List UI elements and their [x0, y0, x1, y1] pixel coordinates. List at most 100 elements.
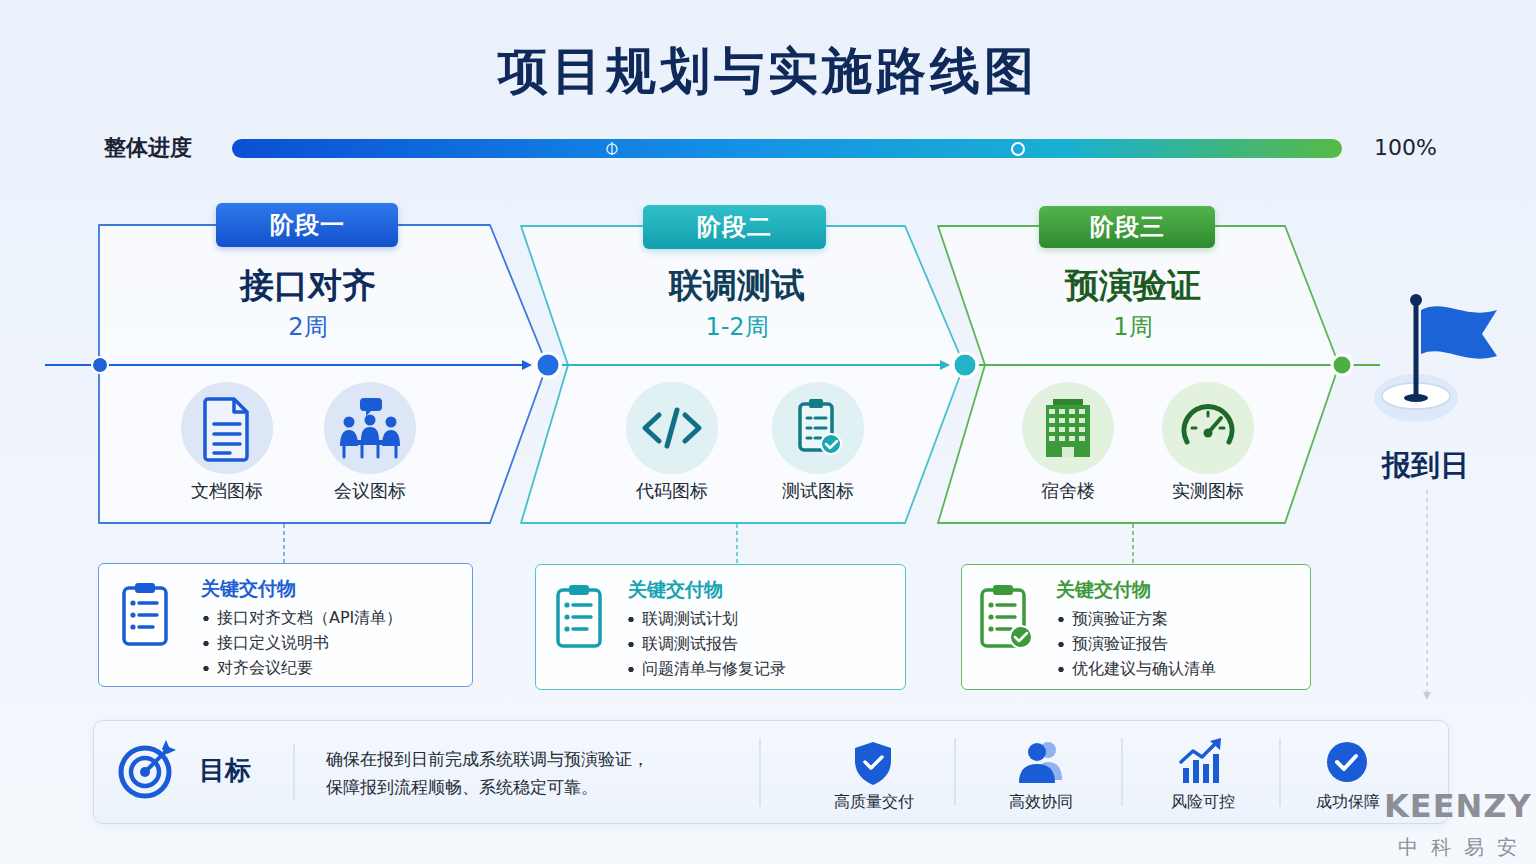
stage-badge-text: 阶段二 — [643, 205, 826, 249]
chevron-outline — [938, 226, 1339, 523]
stage-badge: 阶段一 — [216, 203, 398, 247]
target-icon — [140, 767, 150, 777]
meeting-icon — [344, 417, 355, 428]
deliverable-item: 联调测试计划 — [628, 609, 902, 630]
stage-title: 联调测试 — [577, 263, 897, 307]
quality-icon — [855, 742, 891, 785]
flag-symbol — [1404, 394, 1428, 402]
success-icon — [1337, 756, 1356, 769]
target-icon — [121, 748, 169, 796]
test-icon — [800, 404, 832, 450]
quality-icon — [855, 742, 891, 785]
stage-badge: 阶段三 — [1039, 206, 1215, 248]
timeline-axis — [953, 353, 977, 377]
progress-bar — [232, 139, 1342, 158]
risk-icon — [1213, 754, 1219, 783]
meeting-icon — [344, 445, 396, 457]
meeting-icon — [365, 415, 376, 426]
divider-line — [1279, 738, 1281, 806]
deliverable-item: 预演验证报告 — [1058, 634, 1332, 655]
watermark: 中科易安 — [1398, 834, 1536, 860]
test-icon — [809, 399, 823, 408]
meeting-icon — [386, 417, 397, 428]
target-icon — [146, 751, 166, 771]
timeline-axis — [979, 364, 1380, 366]
deliverable-item: 对齐会议纪要 — [203, 658, 477, 679]
gauge-icon — [1184, 406, 1232, 442]
dormitory-icon — [1062, 447, 1074, 457]
chevron-outline — [937, 224, 1340, 524]
deliverable-item: 优化建议与确认清单 — [1058, 659, 1332, 680]
meeting-icon — [382, 430, 400, 446]
document-icon — [214, 424, 240, 453]
watermark: KEENZY — [1384, 786, 1536, 828]
deliverable-item: 接口对齐文档（API清单） — [203, 608, 477, 629]
stage-chevron: 接口对齐2周文档图标会议图标阶段一 — [98, 224, 548, 524]
stage-badge: 阶段二 — [643, 205, 826, 249]
meeting-icon — [355, 440, 385, 445]
leader-line — [1423, 490, 1431, 700]
goal-text: 确保在报到日前完成系统联调与预演验证， 保障报到流程顺畅、系统稳定可靠。 — [326, 745, 664, 801]
milestone-label: 报到日 — [1345, 447, 1505, 485]
timeline-axis — [45, 364, 530, 366]
gauge-icon — [1162, 382, 1254, 474]
chevron-outline — [520, 224, 965, 524]
meeting-icon — [324, 382, 416, 474]
flag-symbol — [1374, 294, 1497, 422]
dormitory-icon — [1046, 405, 1090, 457]
meeting-icon — [340, 430, 358, 446]
goal-item: 风险可控 — [1138, 792, 1268, 813]
collaboration-icon — [1040, 742, 1056, 758]
collaboration-icon — [1036, 762, 1062, 780]
test-icon — [821, 434, 841, 454]
divider-line — [293, 744, 295, 800]
risk-icon — [1181, 738, 1221, 783]
timeline-axis — [522, 360, 532, 370]
document-icon — [181, 382, 273, 474]
progress-bar — [611, 142, 613, 155]
leader-line — [1426, 490, 1428, 694]
timeline-axis — [45, 353, 1380, 377]
risk-icon — [1183, 768, 1189, 783]
flag-symbol — [1421, 306, 1497, 358]
gauge-icon — [1162, 382, 1254, 474]
stage-duration: 1周 — [1033, 312, 1233, 343]
stage-badge-text: 阶段三 — [1039, 206, 1215, 248]
chevron-outline — [98, 224, 548, 524]
deliverable-icon — [124, 583, 166, 644]
deliverable-icon — [982, 585, 1024, 646]
deliverable-item: 接口定义说明书 — [203, 633, 477, 654]
document-icon — [205, 399, 247, 460]
deliverable-heading: 关键交付物 — [201, 576, 421, 601]
chevron-outline — [521, 226, 964, 523]
stage-title: 接口对齐 — [148, 263, 468, 307]
deliverable-icon — [558, 585, 600, 646]
deliverable-box: 关键交付物联调测试计划联调测试报告问题清单与修复记录 — [535, 564, 906, 690]
document-icon — [234, 399, 247, 412]
collaboration-icon — [1019, 764, 1055, 783]
deliverable-box: 关键交付物预演验证方案预演验证报告优化建议与确认清单 — [961, 564, 1311, 690]
icon-caption: 宿舍楼 — [998, 479, 1138, 502]
dormitory-icon — [1049, 409, 1087, 445]
code-icon — [626, 382, 718, 474]
stage-badge-text: 阶段一 — [216, 203, 398, 247]
icon-caption: 代码图标 — [602, 479, 742, 502]
risk-icon — [1193, 760, 1199, 783]
stage-chevron: 联调测试1-2周代码图标测试图标阶段二 — [520, 224, 965, 524]
deliverable-item: 预演验证方案 — [1058, 609, 1332, 630]
timeline-axis — [536, 353, 560, 377]
deliverable-heading: 关键交付物 — [1056, 577, 1276, 602]
chevron-outline — [99, 225, 547, 523]
progress-bar — [1012, 143, 1024, 155]
success-icon — [1327, 742, 1367, 782]
target-icon — [121, 740, 176, 796]
code-icon — [626, 382, 718, 474]
icon-caption: 实测图标 — [1138, 479, 1278, 502]
deliverable-item: 联调测试报告 — [628, 634, 902, 655]
progress-value: 100% — [1374, 134, 1464, 163]
document-icon — [181, 382, 273, 474]
